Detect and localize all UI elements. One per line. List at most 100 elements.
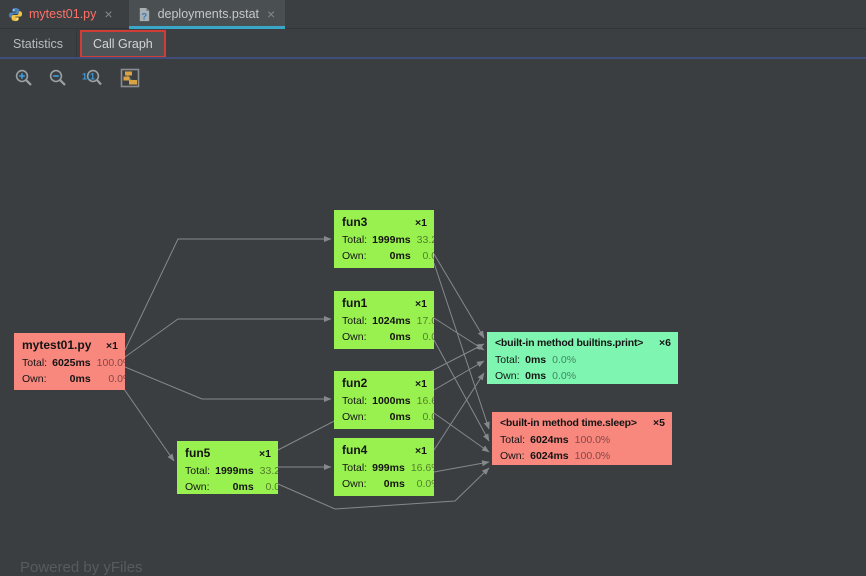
total-label: Total: [342,395,368,407]
node-call-count: ×1 [259,448,271,460]
total-value: 1024ms [372,315,411,327]
editor-tab-deployments-pstat[interactable]: ? deployments.pstat × [128,0,286,29]
own-label: Own: [22,373,47,386]
node-title: <built-in method builtins.print> [495,337,644,349]
tab-statistics[interactable]: Statistics [0,29,78,58]
node-title: <built-in method time.sleep> [500,417,637,429]
total-percent: 16.6% [410,462,434,474]
svg-text:1:1: 1:1 [82,71,95,81]
total-value: 6024ms [530,434,569,446]
profiler-view-tab-bar: Statistics Call Graph [0,29,866,58]
node-stats: Total: 1999ms 33.2% Own: 0ms 0.0% [342,232,434,265]
node-call-count: ×1 [415,217,427,229]
node-title: fun3 [342,215,368,229]
own-label: Own: [185,481,210,494]
own-label: Own: [495,370,520,383]
graph-toolbar: 1:1 [12,68,142,92]
total-percent: 100.0% [96,357,125,369]
node-title: mytest01.py [22,338,92,352]
total-value: 1999ms [215,465,254,477]
node-stats: Total: 1999ms 33.2% Own: 0ms 0.0% [185,463,278,494]
own-percent: 100.0% [574,450,611,463]
own-value: 0ms [389,411,411,424]
own-percent: 0.0% [422,250,435,263]
editor-tab-label: deployments.pstat [157,7,260,21]
zoom-out-icon [48,68,68,93]
total-value: 0ms [525,354,547,366]
close-icon[interactable]: × [104,6,113,22]
actual-size-button[interactable]: 1:1 [80,68,104,92]
tab-call-graph[interactable]: Call Graph [80,30,166,58]
total-value: 1000ms [372,395,411,407]
total-label: Total: [342,462,368,474]
tab-label: Statistics [13,36,64,51]
total-label: Total: [22,357,48,369]
own-value: 6024ms [530,450,569,463]
total-label: Total: [342,234,368,246]
editor-tab-mytest01[interactable]: mytest01.py × [0,0,123,28]
own-label: Own: [342,411,367,424]
tab-label: Call Graph [93,37,153,51]
zoom-in-button[interactable] [12,68,36,92]
actual-size-icon: 1:1 [81,68,103,93]
own-label: Own: [342,331,367,344]
total-label: Total: [500,434,526,446]
own-value: 0ms [389,250,411,263]
node-call-count: ×1 [106,340,118,352]
total-percent: 100.0% [574,434,611,446]
total-percent: 33.2% [259,465,278,477]
own-percent: 0.0% [265,481,279,494]
fit-content-icon [120,68,140,93]
node-call-count: ×1 [415,445,427,457]
own-value: 0ms [69,373,91,386]
own-percent: 0.0% [416,478,434,491]
pstat-file-icon: ? [137,7,152,22]
own-label: Own: [342,250,367,263]
separator-line [0,57,866,59]
total-label: Total: [185,465,211,477]
own-percent: 0.0% [552,370,577,383]
editor-tab-bar: mytest01.py × ? deployments.pstat × [0,0,866,29]
total-label: Total: [495,354,521,366]
svg-text:?: ? [141,11,147,21]
yfiles-credit-text: Powered by yFiles [20,559,143,576]
editor-tab-label: mytest01.py [29,7,97,21]
graph-node-mytest01[interactable]: mytest01.py×1Total:6025ms100.0%Own:0ms0.… [14,333,125,390]
own-value: 0ms [383,478,405,491]
node-stats: Total: 999ms 16.6% Own: 0ms 0.0% [342,460,434,493]
total-percent: 33.2% [416,234,434,246]
total-percent: 0.0% [552,354,577,366]
own-value: 0ms [232,481,254,494]
node-title: fun1 [342,296,368,310]
zoom-in-icon [14,68,34,93]
node-title: fun2 [342,376,368,390]
own-value: 0ms [389,331,411,344]
total-value: 999ms [372,462,405,474]
total-value: 1999ms [372,234,411,246]
zoom-out-button[interactable] [46,68,70,92]
node-title: fun5 [185,446,211,460]
own-percent: 0.0% [422,331,435,344]
node-call-count: ×1 [415,378,427,390]
fit-content-button[interactable] [118,68,142,92]
node-call-count: ×6 [659,337,671,349]
own-percent: 0.0% [108,373,125,386]
close-icon[interactable]: × [267,6,276,22]
own-label: Own: [342,478,367,491]
node-call-count: ×5 [653,417,665,429]
node-title: fun4 [342,443,368,457]
own-percent: 0.0% [422,411,435,424]
